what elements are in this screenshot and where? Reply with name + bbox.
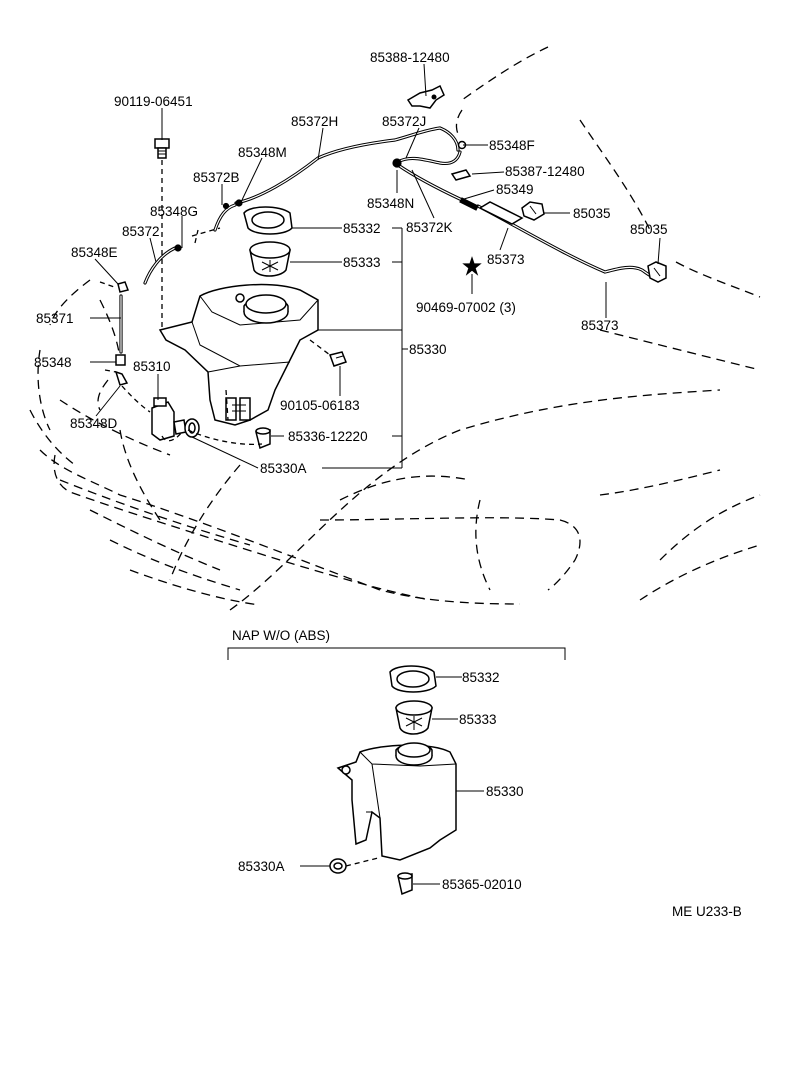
- label-85348N: 85348N: [367, 196, 414, 211]
- label-85333: 85333: [343, 255, 381, 270]
- label-85349: 85349: [496, 182, 534, 197]
- grommet-85330A-lower: [329, 858, 347, 874]
- label-90469-07002: 90469-07002 (3): [416, 300, 516, 315]
- cap-85332-lower: [389, 665, 437, 693]
- reference-dashes-upper: [99, 160, 331, 446]
- pump-85310: [151, 397, 187, 441]
- nozzle-85035-a: [521, 201, 545, 221]
- label-85372K: 85372K: [406, 220, 453, 235]
- label-85330-lower: 85330: [486, 784, 524, 799]
- label-85336-12220: 85336-12220: [288, 429, 368, 444]
- label-85372J: 85372J: [382, 114, 426, 129]
- section-label: NAP W/O (ABS): [232, 628, 330, 643]
- label-85348D: 85348D: [70, 416, 118, 431]
- clip-90469: [462, 256, 482, 276]
- washer-hoses: [119, 126, 658, 354]
- label-85372H: 85372H: [291, 114, 338, 129]
- label-85388-12480: 85388-12480: [370, 50, 450, 65]
- tank-85330: [158, 283, 319, 426]
- label-85373-b: 85373: [581, 318, 619, 333]
- label-85348E: 85348E: [71, 245, 118, 260]
- label-85348G: 85348G: [150, 204, 198, 219]
- label-85371: 85371: [36, 311, 74, 326]
- label-85330A-lower: 85330A: [238, 859, 285, 874]
- bolt-90105: [329, 351, 347, 367]
- label-85373-a: 85373: [487, 252, 525, 267]
- strainer-85333: [249, 241, 291, 277]
- strainer-85333-lower: [395, 700, 433, 735]
- label-85348: 85348: [34, 355, 72, 370]
- cap-85332: [243, 206, 293, 235]
- label-85387-12480: 85387-12480: [505, 164, 585, 179]
- label-85035-a: 85035: [573, 206, 611, 221]
- label-85035-b: 85035: [630, 222, 668, 237]
- tank-85330-lower: [336, 742, 457, 861]
- grommet-85336: [255, 427, 271, 450]
- label-85372: 85372: [122, 224, 160, 239]
- label-85333-lower: 85333: [459, 712, 497, 727]
- label-85310: 85310: [133, 359, 171, 374]
- diagram-code: ME U233-B: [672, 904, 742, 919]
- label-85332: 85332: [343, 221, 381, 236]
- hose-joints: [114, 140, 479, 386]
- label-90119-06451: 90119-06451: [114, 94, 193, 109]
- label-85332-lower: 85332: [462, 670, 500, 685]
- bolt-90119: [154, 138, 170, 159]
- label-85348F: 85348F: [489, 138, 535, 153]
- label-85348M: 85348M: [238, 145, 287, 160]
- section-nap-wo-abs: NAP W/O (ABS): [227, 628, 566, 896]
- callout-labels-upper: 85388-12480 90119-06451 85372H 85372J 85…: [34, 50, 668, 476]
- label-85330: 85330: [409, 342, 447, 357]
- nozzle-bracket-85373: [478, 201, 524, 225]
- nozzle-85035-b: [647, 261, 667, 283]
- label-85330A: 85330A: [260, 461, 307, 476]
- label-85365-02010-lower: 85365-02010: [442, 877, 522, 892]
- label-85372B: 85372B: [193, 170, 240, 185]
- grommet-85365-lower: [397, 872, 413, 896]
- vehicle-body-outline: [29, 46, 761, 611]
- leader-lines-upper: [90, 63, 661, 469]
- label-90105-06183: 90105-06183: [280, 398, 360, 413]
- grommet-85330A: [184, 418, 200, 438]
